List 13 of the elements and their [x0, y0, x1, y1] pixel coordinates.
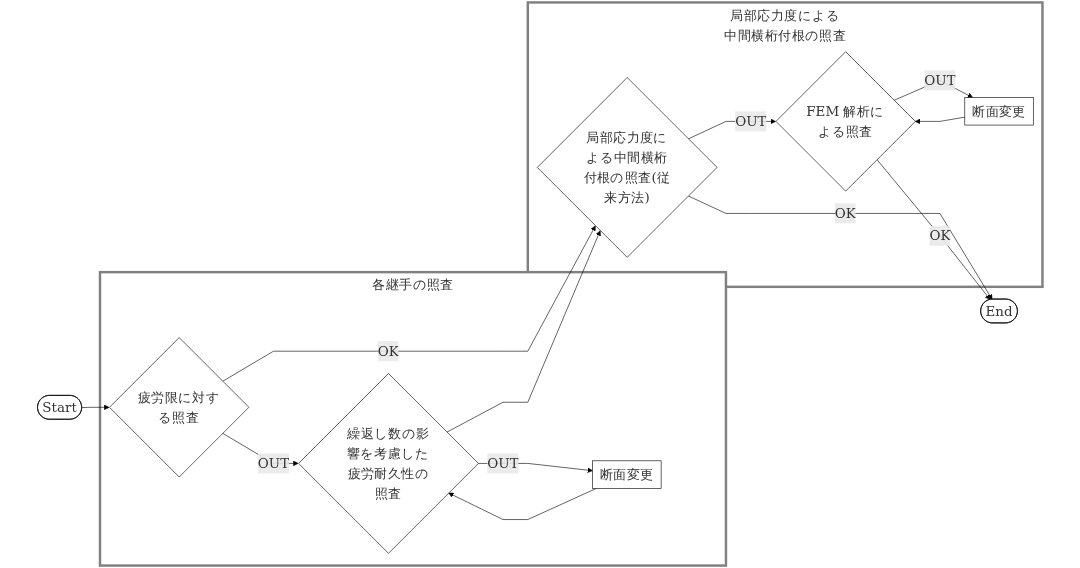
edge-label: OK: [929, 228, 951, 244]
edge-label: OUT: [257, 455, 290, 472]
node-diamond: 局部応力度による中間横桁付根の照査(従来方法): [536, 77, 718, 258]
node-diamond: 疲労限に対する照査: [109, 337, 250, 478]
edge-label: OUT: [735, 113, 767, 130]
edge-label: OK: [377, 343, 399, 359]
node-box: 断面変更: [592, 460, 662, 489]
edge-label: OUT: [924, 72, 956, 89]
node-diamond: FEM 解析による照査: [775, 51, 916, 192]
edge-label: OUT: [487, 455, 519, 472]
node-box: 断面変更: [964, 97, 1034, 126]
node-diamond: 繰返し数の影響を考慮した疲労耐久性の照査: [298, 373, 479, 554]
edge-label: OK: [834, 205, 856, 222]
